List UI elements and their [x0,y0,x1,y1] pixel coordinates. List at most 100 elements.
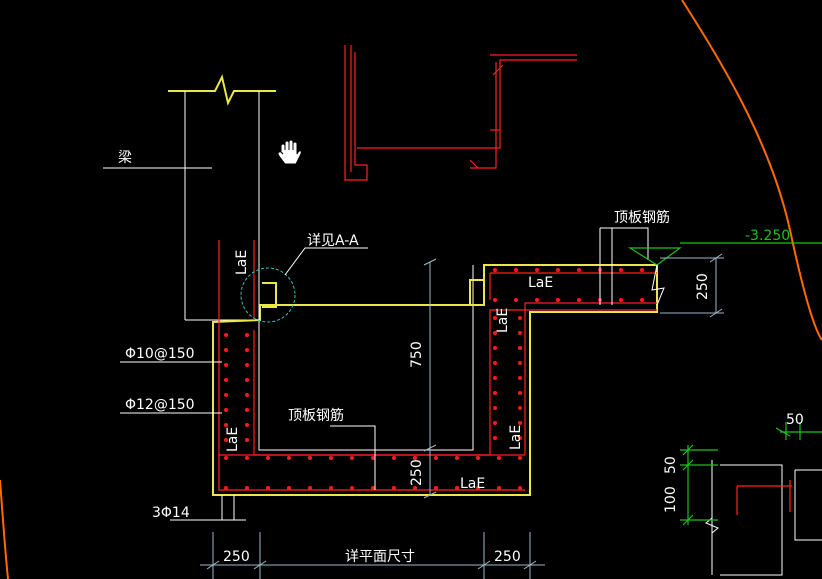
rebar-lines [218,240,657,491]
rebar-dot [518,376,522,380]
beam [103,74,276,321]
hand-cursor-icon [277,139,302,165]
rebar-dot [518,486,522,490]
orange-curve-left [0,479,9,579]
rebar-dot [392,456,396,460]
rebar-dot [245,408,249,412]
rebar-dot [514,268,518,272]
rebar-dot [224,438,228,442]
rebar-dot [245,363,249,367]
rebar-dot [224,333,228,337]
rebar-dot [434,456,438,460]
concrete-outline [212,264,658,496]
rebar-dot [308,486,312,490]
rebar-dot [497,486,501,490]
dim-left-width: 250 [223,549,250,565]
dim-slab-thickness: 250 [695,273,711,300]
rebar-dot [329,456,333,460]
rebar-dot [535,268,539,272]
notch [262,282,277,308]
lae-label-4: LaE [225,427,241,452]
rebar-dot [245,348,249,352]
rebar-dot [518,331,522,335]
rebar-dot [245,393,249,397]
dimension-lines [200,253,724,579]
lae-label-6: LaE [460,476,485,492]
rebar-dot [518,346,522,350]
top-slab-rebar-label-right: 顶板钢筋 [614,209,670,226]
rebar-dot [476,456,480,460]
rebar-dot [224,393,228,397]
notch-right [469,279,484,306]
rebar-dot [245,423,249,427]
rebar-dot [308,456,312,460]
dim-bottom-thickness: 250 [409,459,425,486]
stirrup-label-1: Φ10@150 [125,346,195,362]
rebar-dot [556,268,560,272]
dim-detail-50-top: 50 [786,412,804,428]
rebar-dot [518,391,522,395]
rebar-dot [350,486,354,490]
lae-label-3: LaE [495,308,511,333]
beam-label: 梁 [118,150,132,166]
rebar-dot [493,346,497,350]
rebar-dot [497,456,501,460]
rebar-dot [518,361,522,365]
rebar-dot [413,456,417,460]
rebar-dot [640,298,644,302]
rebar-dot [518,456,522,460]
rebar-dot [493,436,497,440]
dim-detail-50-side: 50 [663,456,679,474]
lae-label-5: LaE [508,425,524,450]
stirrup-label-2: Φ12@150 [125,397,195,413]
rebar-dot [413,486,417,490]
rebar-dot [493,406,497,410]
rebar-dot [640,268,644,272]
rebar-dot [455,486,459,490]
lae-label-2: LaE [528,275,553,291]
rebar-dot [224,378,228,382]
dim-right-width: 250 [494,549,521,565]
rebar-dot [556,298,560,302]
elevation-label: -3.250 [745,228,790,244]
rebar-dot [245,378,249,382]
lae-label-1: LaE [234,250,250,275]
dim-detail-100: 100 [663,486,679,513]
dim-plan-size: 详平面尺寸 [345,549,415,565]
rebar-dot [329,486,333,490]
rebar-dot [287,456,291,460]
rebar-dot [371,486,375,490]
rebar-dot [224,408,228,412]
rebar-dot [287,486,291,490]
rebar-dot [493,361,497,365]
rebar-dot [224,486,228,490]
rebar-dot [266,486,270,490]
rebar-dot [493,331,497,335]
rebar-dot [455,456,459,460]
rebar-dot [224,423,228,427]
rebar-dot [493,391,497,395]
rebar-dot [518,316,522,320]
rebar-dot [245,333,249,337]
rebar-dot [371,456,375,460]
rebar-dot [619,298,623,302]
rebar-dot [518,421,522,425]
rebar-dot [245,456,249,460]
orange-curve-right [681,0,822,341]
rebar-dot [518,406,522,410]
rebar-dot [224,363,228,367]
rebar-dot [493,268,497,272]
rebar-dot [245,438,249,442]
rebar-dot [514,298,518,302]
rebar-dot [493,316,497,320]
rebar-dot [224,348,228,352]
rebar-dot [493,421,497,425]
rebar-dot [577,298,581,302]
rebar-dot [493,376,497,380]
rebar-dot [434,486,438,490]
bottom-bars-label: 3Φ14 [152,505,190,521]
top-slab-rebar-label-bottom: 顶板钢筋 [288,407,344,424]
rebar-dot [493,298,497,302]
rebar-dot [535,298,539,302]
